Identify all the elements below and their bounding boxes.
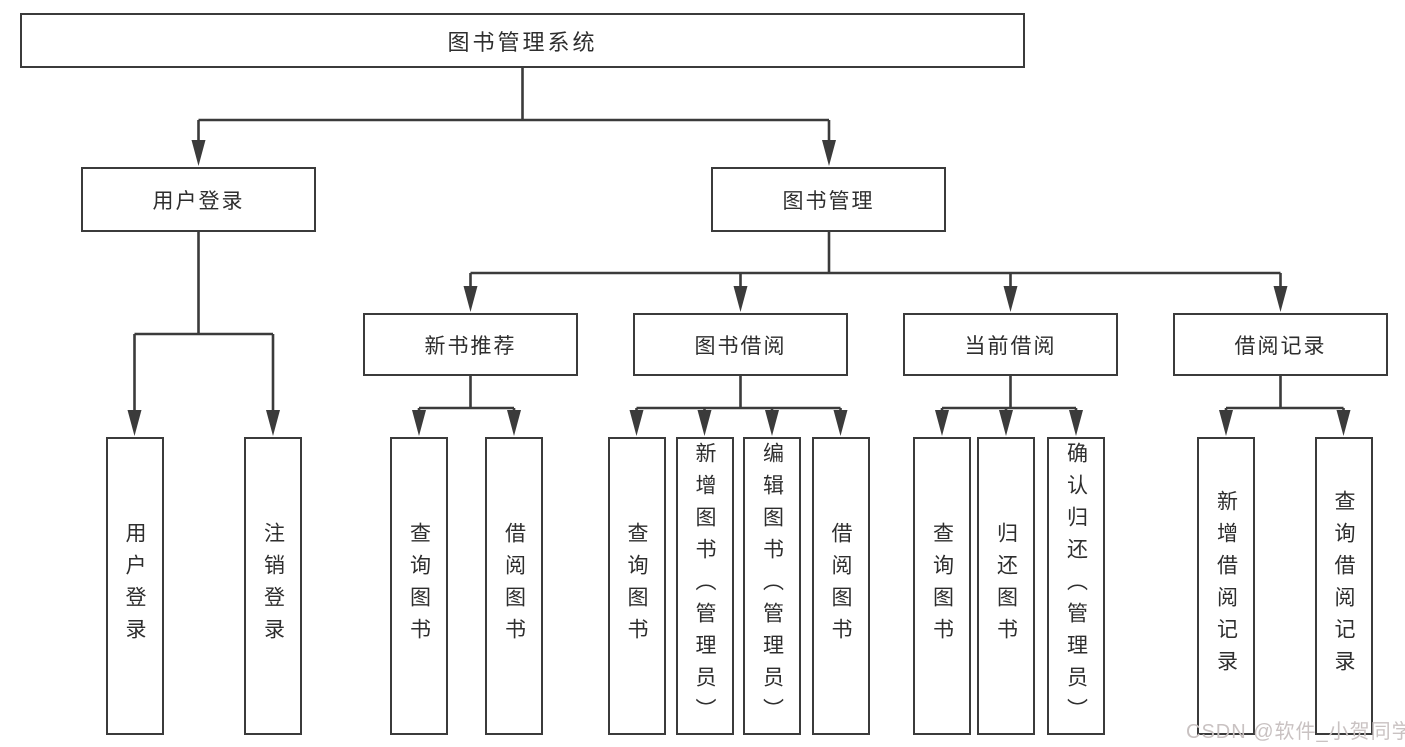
leaf-borrowing-query-books: 查询图书 xyxy=(607,437,666,735)
node-label: 归还图书 xyxy=(994,522,1018,650)
node-label: 图书管理 xyxy=(782,189,875,213)
node-label: 借阅图书 xyxy=(829,522,852,650)
node-label: 用户登录 xyxy=(152,189,245,213)
leaf-query-borrow-record: 查询借阅记录 xyxy=(1314,437,1373,735)
leaf-recommend-borrow-books: 借阅图书 xyxy=(485,437,543,735)
node-label: 用户登录 xyxy=(123,522,146,650)
leaf-user-login: 用户登录 xyxy=(105,437,164,735)
leaf-logout: 注销登录 xyxy=(244,437,302,735)
leaf-current-query-books: 查询图书 xyxy=(913,437,971,735)
node-label: 新增图书（管理员） xyxy=(693,442,716,730)
node-new-book-recommendation: 新书推荐 xyxy=(363,313,578,376)
node-label: 新增借阅记录 xyxy=(1214,490,1238,682)
node-book-management: 图书管理 xyxy=(711,167,946,232)
node-book-borrowing: 图书借阅 xyxy=(633,313,848,376)
leaf-add-book-admin: 新增图书（管理员） xyxy=(675,437,734,735)
node-label: 查询借阅记录 xyxy=(1332,490,1355,682)
arrow-heads xyxy=(127,140,1351,436)
node-label: 确认归还（管理员） xyxy=(1064,442,1088,730)
watermark: CSDN @软件_小贺同学 xyxy=(1186,721,1405,743)
node-label: 查询图书 xyxy=(407,522,431,650)
node-current-borrowing: 当前借阅 xyxy=(903,313,1118,376)
leaf-edit-book-admin: 编辑图书（管理员） xyxy=(743,437,801,735)
node-label: 借阅记录 xyxy=(1234,334,1327,358)
leaf-confirm-return-admin: 确认归还（管理员） xyxy=(1047,437,1105,735)
node-label: 编辑图书（管理员） xyxy=(760,442,784,730)
node-label: 借阅图书 xyxy=(502,522,526,650)
leaf-borrowing-borrow-books: 借阅图书 xyxy=(811,437,870,735)
node-label: 注销登录 xyxy=(261,522,285,650)
leaf-return-books: 归还图书 xyxy=(977,437,1035,735)
node-label: 当前借阅 xyxy=(964,334,1057,358)
leaf-recommend-query-books: 查询图书 xyxy=(390,437,448,735)
node-user-login: 用户登录 xyxy=(81,167,316,232)
node-label: 新书推荐 xyxy=(424,334,517,358)
node-label: 查询图书 xyxy=(625,522,648,650)
node-library-management-system: 图书管理系统 xyxy=(20,13,1025,68)
node-borrowing-records: 借阅记录 xyxy=(1173,313,1388,376)
leaf-add-borrow-record: 新增借阅记录 xyxy=(1197,437,1255,735)
node-label: 查询图书 xyxy=(930,522,954,650)
node-label: 图书管理系统 xyxy=(447,29,598,55)
node-label: 图书借阅 xyxy=(694,334,787,358)
